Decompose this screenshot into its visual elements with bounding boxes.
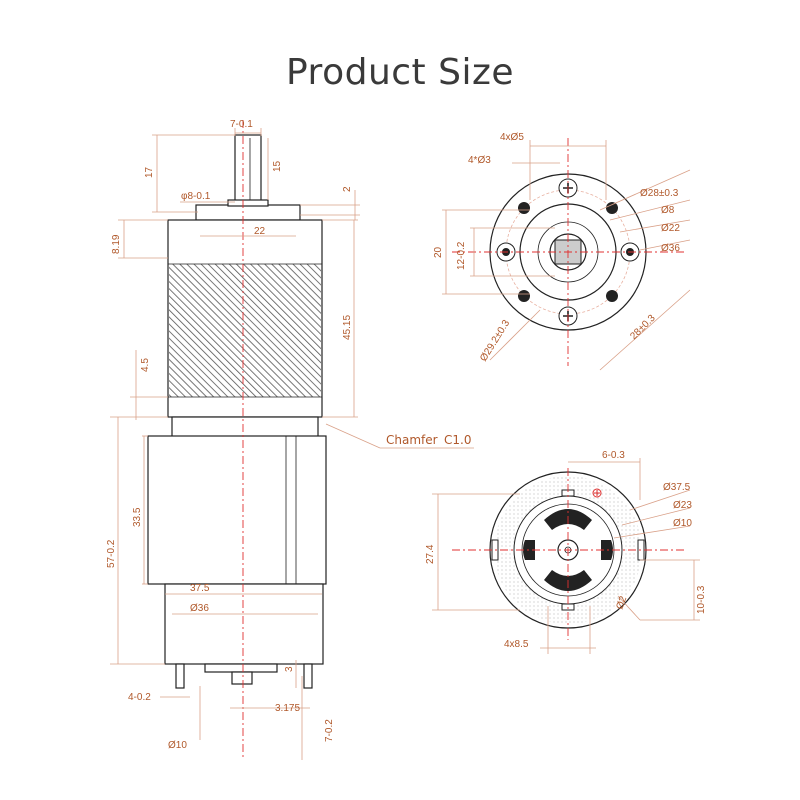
dim-rear-boss: 7-0.2 [324, 719, 335, 742]
front-view: 4xØ5 4*Ø3 20 12-0.2 Ø28±0.3 Ø8 Ø22 Ø36 Ø… [433, 132, 691, 371]
dim-front-d22: Ø22 [661, 223, 680, 234]
dim-terminal-height: 3 [284, 666, 295, 672]
dim-rear-offset: 10-0.3 [696, 585, 707, 614]
dim-front-screws: 4*Ø3 [468, 155, 491, 166]
dim-rear-d2: Ø2 [614, 594, 629, 611]
dim-gear-top: 8.19 [111, 234, 122, 254]
dim-shaft-flat: 7-0.1 [230, 119, 253, 130]
dim-terminal-width: 4-0.2 [128, 692, 151, 703]
rear-view: 6-0.3 Ø37.5 Ø23 Ø10 27.4 Ø2 10-0.3 4x8.5 [425, 450, 707, 654]
dim-front-width: 12-0.2 [456, 241, 467, 270]
chamfer-label: Chamfer [386, 433, 438, 447]
dim-front-d36: Ø36 [661, 243, 680, 254]
dim-front-holes: 4xØ5 [500, 132, 524, 143]
dim-front-d8: Ø8 [661, 205, 675, 216]
knurled-band [169, 264, 321, 397]
motor-can [147, 435, 327, 585]
dim-rear-height: 27.4 [425, 544, 436, 564]
dim-overall-length: 57-0.2 [106, 539, 117, 568]
gearbox-boss [195, 204, 301, 221]
dim-rear-width: 4x8.5 [504, 639, 529, 650]
dim-front-c28: 28±0.3 [628, 312, 658, 342]
dim-front-d29: Ø29.2±0.3 [478, 318, 512, 364]
dim-front-d28: Ø28±0.3 [640, 188, 679, 199]
page-title: Product Size [285, 52, 515, 93]
dim-rear-slot: 6-0.3 [602, 450, 625, 461]
dim-flat-length: 15 [272, 160, 283, 172]
dim-shaft-diameter: φ8-0.1 [181, 191, 211, 202]
dim-terminal-thickness: 3.175 [275, 703, 300, 714]
dim-can-diameter: 37.5 [190, 583, 210, 594]
dim-rear-d375: Ø37.5 [663, 482, 691, 493]
dim-motor-length: 33.5 [132, 507, 143, 527]
output-shaft [234, 134, 262, 206]
dim-gear-length: 45.15 [342, 315, 353, 340]
dim-rear-d23: Ø23 [673, 500, 692, 511]
dim-motor-diameter: Ø36 [190, 603, 209, 614]
dim-boss-diameter: 22 [254, 226, 266, 237]
dim-shaft-length: 17 [144, 166, 155, 178]
side-view: 7-0.1 17 15 φ8-0.1 2 22 8.19 45.15 4.5 3… [106, 119, 474, 760]
motor-end-cap [164, 583, 324, 665]
dim-rear-diameter: Ø10 [168, 740, 187, 751]
chamfer-value: C1.0 [444, 433, 471, 447]
dim-gap: 4.5 [140, 358, 151, 372]
dim-front-height: 20 [433, 246, 444, 258]
dim-rear-d10: Ø10 [673, 518, 692, 529]
dim-boss-height: 2 [342, 186, 353, 192]
